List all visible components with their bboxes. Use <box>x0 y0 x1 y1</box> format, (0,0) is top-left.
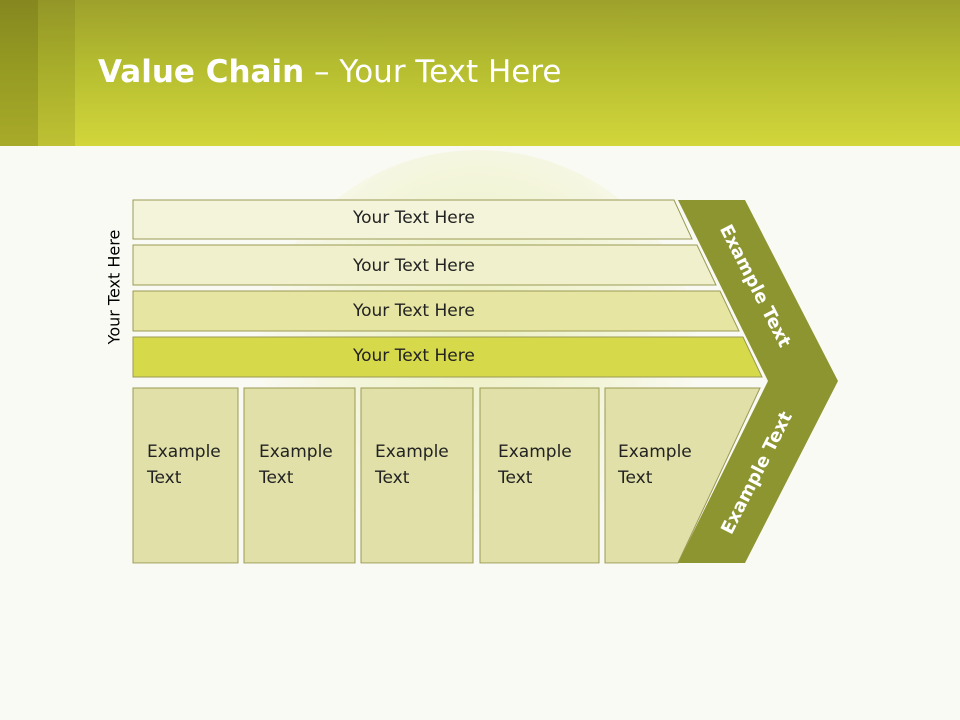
row-bar-4 <box>132 336 763 378</box>
cell-line2: Text <box>498 468 533 488</box>
row-label-3: Your Text Here <box>353 301 475 321</box>
header-stripe-inner <box>38 0 75 146</box>
cell-line2: Text <box>259 468 294 488</box>
slide-title: Value Chain – Your Text Here <box>98 54 561 90</box>
cell-line1: Example <box>375 442 449 462</box>
row-label-4: Your Text Here <box>353 346 475 366</box>
row-bar-1 <box>132 199 693 240</box>
cell-line1: Example <box>259 442 333 462</box>
cell-box-1 <box>132 387 239 564</box>
cell-box-4 <box>479 387 600 564</box>
reflection-fade <box>0 563 960 720</box>
header-band: Value Chain – Your Text Here <box>0 0 960 146</box>
cell-line2: Text <box>375 468 410 488</box>
cell-line1: Example <box>498 442 572 462</box>
row-label-2: Your Text Here <box>353 256 475 276</box>
row-bar-2 <box>132 244 717 286</box>
title-rest: – Your Text Here <box>304 54 562 90</box>
row-label-1: Your Text Here <box>353 208 475 228</box>
cell-line1: Example <box>147 442 221 462</box>
cell-line1: Example <box>618 442 692 462</box>
cell-line2: Text <box>147 468 182 488</box>
chevron-arrow <box>678 200 838 563</box>
cell-box-3 <box>360 387 474 564</box>
title-bold: Value Chain <box>98 54 305 90</box>
cell-line2: Text <box>618 468 653 488</box>
header-stripe-left <box>0 0 38 146</box>
row-bar-3 <box>132 290 740 332</box>
cell-box-2 <box>243 387 356 564</box>
